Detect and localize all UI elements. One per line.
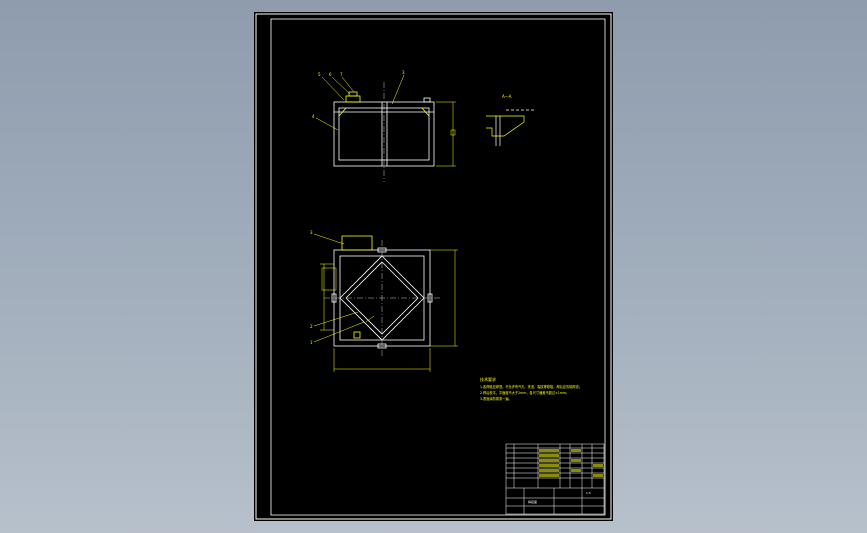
plan-label-3: 3	[310, 230, 313, 235]
plan-label-2: 2	[310, 324, 313, 329]
title-block	[505, 443, 605, 515]
title-block-scale: 1:5	[586, 491, 591, 495]
note-line-3: 3.表面涂防锈漆一遍。	[480, 396, 512, 401]
technical-drawing: 5 6 7 3 4 A—A	[255, 13, 612, 520]
plan-label-1: 1	[310, 340, 313, 345]
drawing-sheet: 5 6 7 3 4 A—A	[254, 12, 613, 521]
plan-centerlines	[324, 240, 440, 358]
outer-border	[255, 13, 612, 520]
front-label-6: 6	[329, 72, 332, 77]
section-view	[486, 109, 534, 146]
front-label-5: 5	[318, 72, 321, 77]
note-line-1: 1.各焊缝应焊透，不允许有气孔、夹渣、裂纹等缺陷，焊后应清除焊渣；	[480, 384, 582, 389]
title-block-title: 焊接座	[528, 499, 537, 504]
title-block-fills	[539, 449, 603, 477]
plan-dimensions	[313, 233, 458, 372]
front-label-3: 3	[402, 70, 405, 75]
section-label: A—A	[502, 94, 512, 99]
notes-heading: 技术要求	[480, 376, 496, 382]
front-label-4: 4	[312, 114, 315, 119]
note-line-2: 2.焊后校平，平面度不大于2mm，各尺寸偏差不超过±1mm；	[480, 390, 569, 395]
inner-border	[270, 18, 606, 516]
front-dimensions	[315, 74, 456, 167]
front-label-7: 7	[340, 72, 343, 77]
